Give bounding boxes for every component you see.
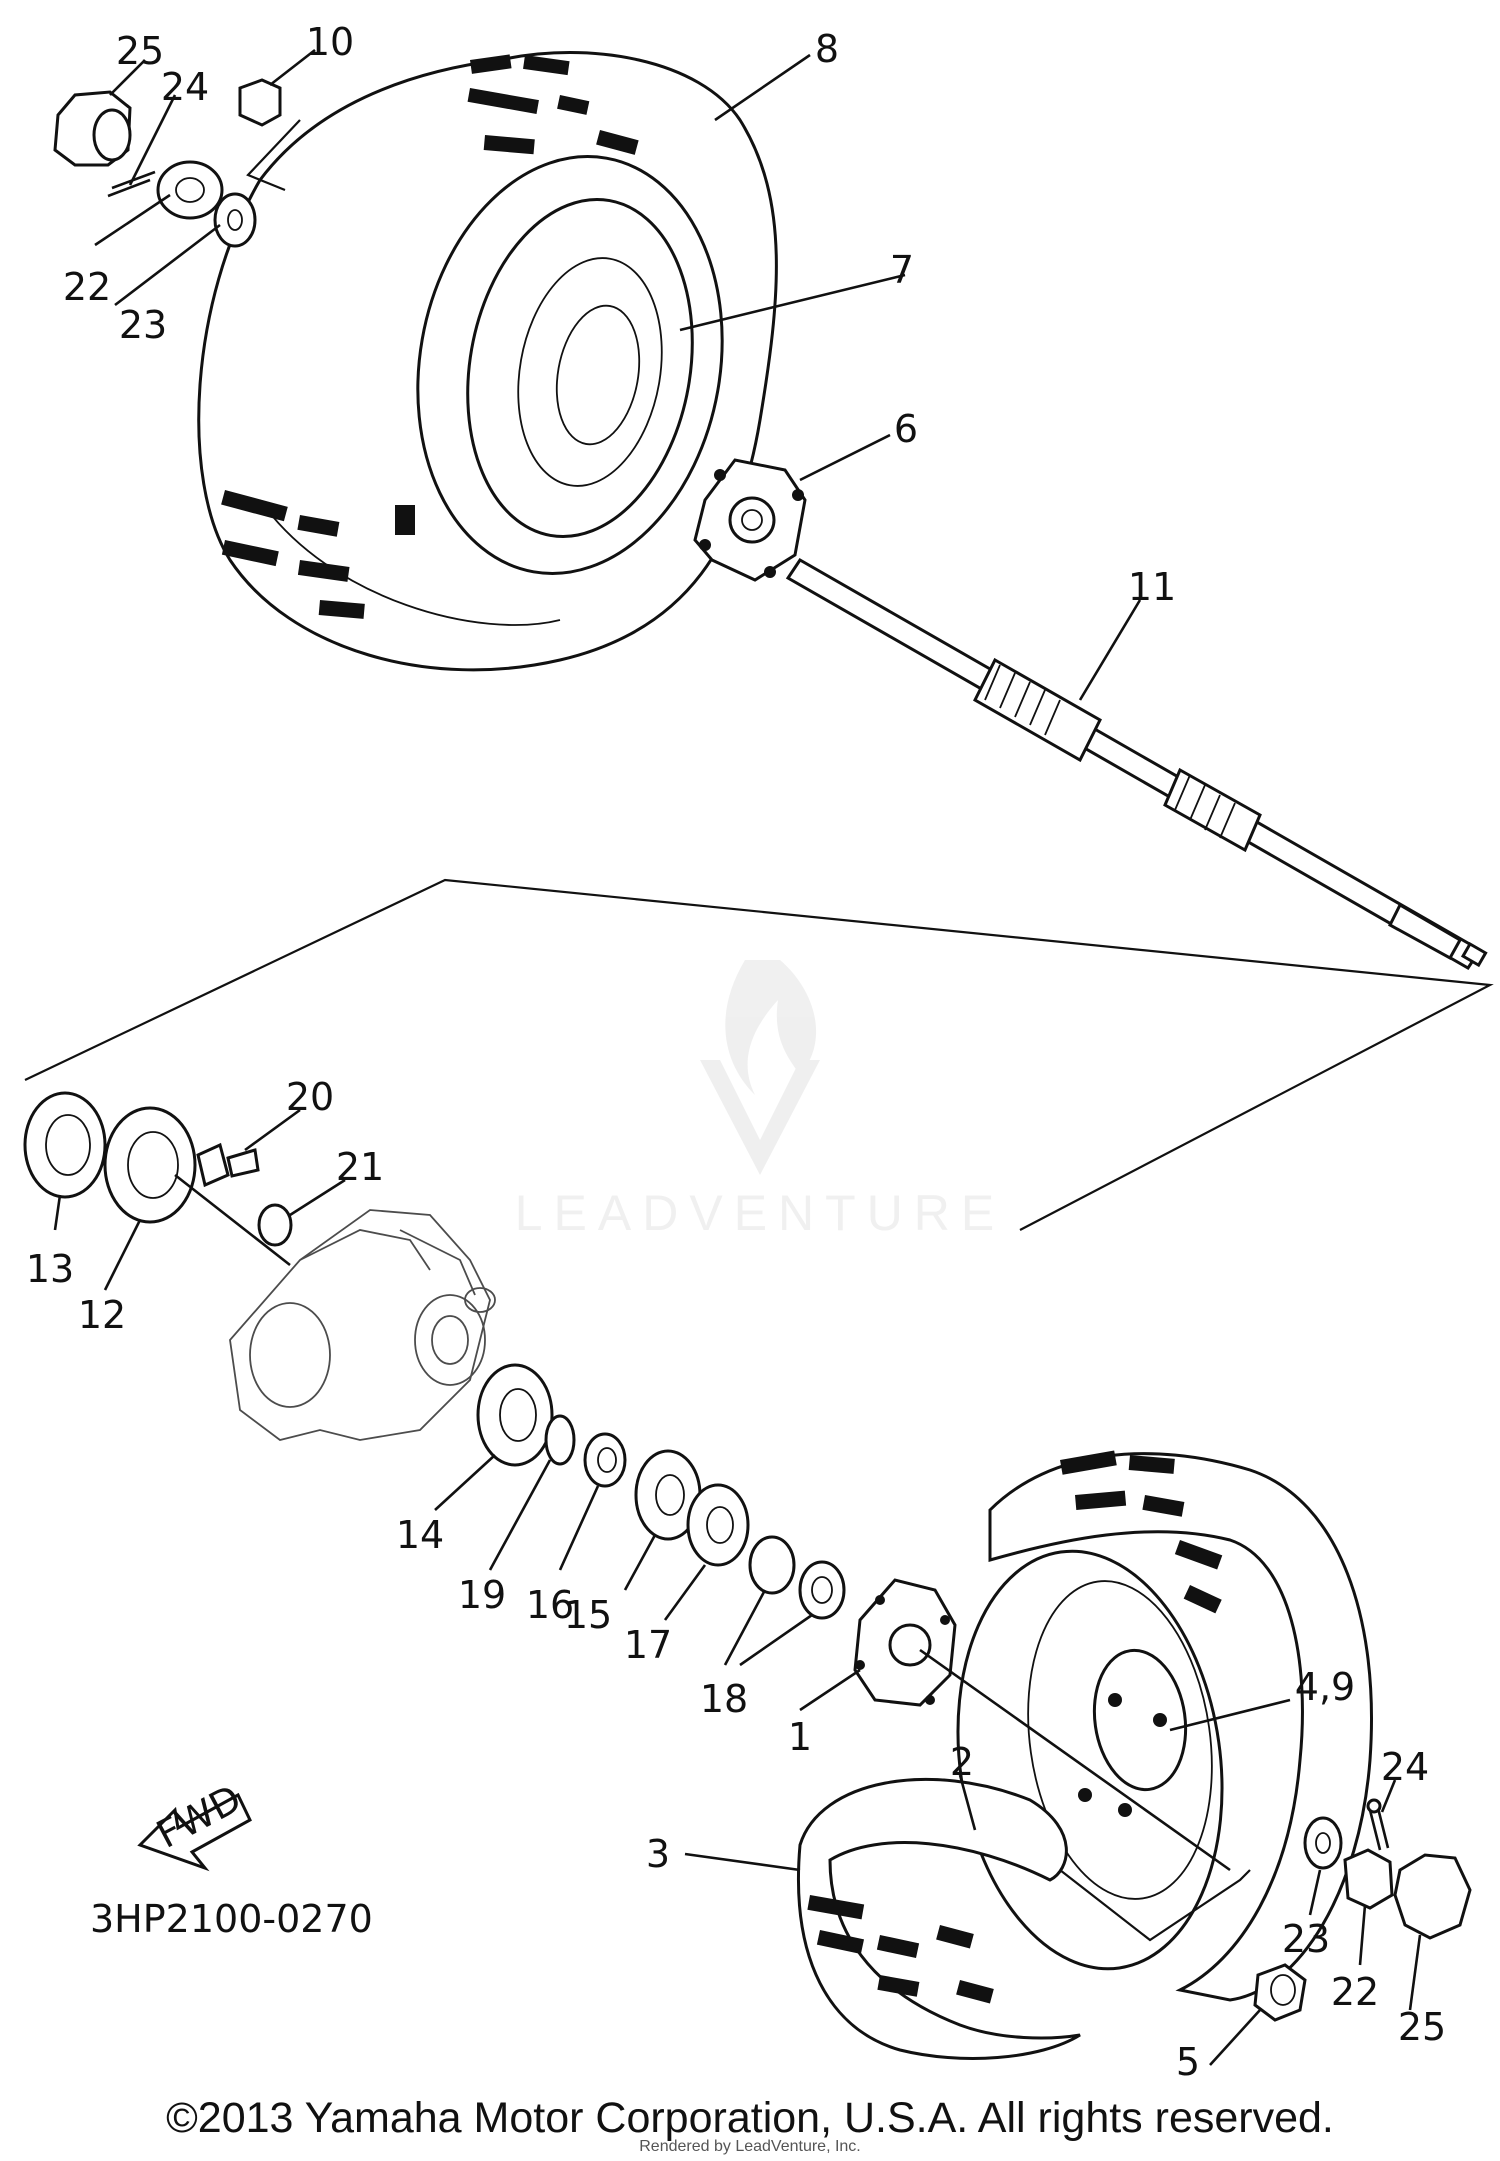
lower-right-hardware	[1253, 1798, 1472, 2022]
part-number-labels: 25 24 10 8 22 23 7 6 11 20 21 13 12 14 1…	[26, 20, 1446, 2084]
copyright-notice: ©2013 Yamaha Motor Corporation, U.S.A. A…	[166, 2094, 1334, 2142]
label-part-23-bottom: 23	[1282, 1917, 1330, 1961]
watermark-text: LEADVENTURE	[515, 1185, 1006, 1241]
axis-line-12	[174, 1173, 291, 1267]
label-part-24-top: 24	[161, 65, 209, 109]
leadventure-watermark-logo: LEADVENTURE	[515, 960, 1006, 1241]
hub-part-6	[693, 458, 807, 582]
label-part-12: 12	[78, 1293, 126, 1337]
assembly-guide-line	[24, 878, 1494, 1231]
forward-direction-arrow: FWD	[137, 1776, 252, 1872]
bolt-part-20	[196, 1142, 260, 1188]
label-part-22-bottom: 22	[1331, 1970, 1379, 2014]
label-part-14: 14	[396, 1513, 444, 1557]
o-ring-part-19	[544, 1414, 576, 1466]
label-part-8: 8	[815, 27, 839, 71]
drawing-code: 3HP2100-0270	[90, 1897, 373, 1941]
upper-tire-tread	[221, 54, 639, 619]
upper-tire-assembly	[197, 51, 778, 672]
label-part-24-bottom: 24	[1381, 1745, 1429, 1789]
label-part-4-9: 4,9	[1295, 1665, 1355, 1709]
label-part-16: 16	[526, 1583, 574, 1627]
label-part-17: 17	[624, 1623, 672, 1667]
washer-part-21	[257, 1203, 293, 1247]
label-part-1: 1	[788, 1715, 812, 1759]
label-part-11: 11	[1128, 565, 1176, 609]
label-part-21: 21	[336, 1145, 384, 1189]
spacer-part-16	[583, 1432, 627, 1488]
label-part-5: 5	[1176, 2040, 1200, 2084]
seal-part-17	[686, 1483, 750, 1567]
label-part-7: 7	[890, 248, 914, 292]
label-part-22-top: 22	[63, 265, 111, 309]
lower-tire-front-tread	[807, 1895, 994, 2004]
label-part-10: 10	[306, 20, 354, 64]
rendered-by-note: Rendered by LeadVenture, Inc.	[639, 2138, 861, 2155]
label-part-6: 6	[894, 407, 918, 451]
bearing-part-14	[476, 1363, 554, 1467]
label-part-15: 15	[564, 1593, 612, 1637]
hub-part-1	[853, 1578, 957, 1707]
label-part-25-bottom: 25	[1398, 2005, 1446, 2049]
axle-part-11	[785, 558, 1488, 970]
label-part-20: 20	[286, 1075, 334, 1119]
lower-tire-assembly	[797, 1450, 1373, 2060]
hub-carrier-housing	[229, 1209, 496, 1441]
leader-lines	[53, 48, 1422, 2066]
label-part-3: 3	[646, 1832, 670, 1876]
label-part-18: 18	[700, 1677, 748, 1721]
label-part-23-top: 23	[119, 303, 167, 347]
label-part-13: 13	[26, 1247, 74, 1291]
label-part-2: 2	[950, 1740, 974, 1784]
collar-part-18	[748, 1535, 846, 1620]
label-part-25-top: 25	[116, 29, 164, 73]
upper-left-hardware	[53, 78, 301, 248]
lower-tire-back-tread	[1059, 1450, 1223, 1614]
label-part-19: 19	[458, 1573, 506, 1617]
bearing-part-13	[23, 1091, 107, 1199]
bearing-part-12	[103, 1106, 197, 1224]
